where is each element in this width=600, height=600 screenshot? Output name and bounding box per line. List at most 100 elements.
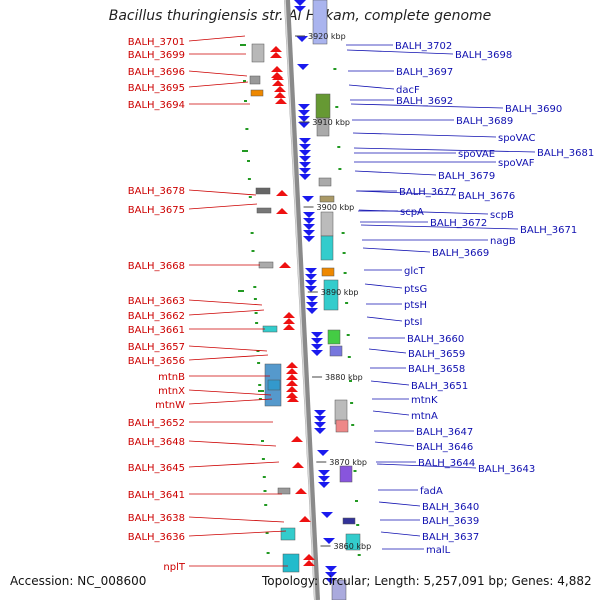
forward-gene-arrow	[286, 374, 298, 380]
reverse-gene-arrow	[306, 308, 318, 314]
tick-mark	[343, 272, 347, 274]
reverse-gene-arrow	[314, 410, 326, 416]
reverse-gene-arrow	[299, 138, 311, 144]
gene-block	[250, 89, 264, 97]
tick-mark	[240, 44, 246, 46]
reverse-gene-arrow	[311, 350, 323, 356]
left-leader-line	[188, 398, 273, 405]
gene-block	[249, 75, 261, 85]
forward-gene-arrow	[271, 66, 283, 72]
right-gene-label: scpA	[400, 207, 424, 218]
gene-block	[267, 379, 281, 391]
tick-mark	[264, 504, 268, 506]
accession-label: Accession: NC_008600	[10, 574, 147, 588]
left-gene-label: mtnW	[155, 400, 185, 411]
forward-gene-arrow	[274, 92, 286, 98]
reverse-gene-arrow	[305, 268, 317, 274]
forward-gene-arrow	[274, 86, 286, 92]
right-leader-line	[374, 441, 415, 447]
tick-mark	[333, 68, 337, 70]
gene-block	[342, 517, 356, 525]
gene-block	[327, 329, 341, 345]
left-leader-line	[188, 299, 263, 306]
scale-tick-label: 3920 kbp	[308, 32, 346, 41]
right-gene-label: spoVAE	[458, 149, 495, 160]
left-gene-label: BALH_3678	[128, 186, 185, 197]
right-gene-label: ptsI	[404, 317, 422, 328]
gene-block	[282, 553, 300, 573]
tick-mark	[247, 178, 251, 180]
gene-block	[262, 325, 278, 333]
gene-block	[320, 211, 334, 237]
forward-gene-arrow	[270, 52, 282, 58]
right-gene-label: glcT	[404, 266, 426, 277]
tick-mark	[262, 476, 266, 478]
tick-mark	[253, 298, 257, 300]
right-gene-label: BALH_3651	[411, 381, 468, 392]
gene-block	[331, 579, 347, 600]
forward-gene-arrow	[283, 312, 295, 318]
forward-gene-arrow	[303, 554, 315, 560]
right-gene-label: spoVAF	[498, 158, 535, 169]
forward-gene-arrow	[295, 488, 307, 494]
forward-gene-arrow	[287, 396, 299, 402]
gene-block	[318, 177, 332, 187]
right-leader-line	[354, 170, 437, 176]
right-leader-line	[370, 380, 410, 386]
reverse-gene-arrow	[321, 512, 333, 518]
tick-mark	[356, 524, 360, 526]
left-gene-label: BALH_3663	[128, 296, 185, 307]
reverse-gene-arrow	[318, 470, 330, 476]
right-gene-label: BALH_3647	[416, 427, 473, 438]
gene-block	[315, 93, 331, 119]
right-leader-line	[356, 190, 457, 196]
reverse-gene-arrow	[323, 538, 335, 544]
left-leader-line	[188, 516, 285, 523]
reverse-gene-arrow	[314, 416, 326, 422]
right-leader-line	[358, 209, 489, 215]
right-gene-label: mtnA	[411, 411, 438, 422]
left-leader-line	[188, 461, 280, 468]
forward-gene-arrow	[279, 262, 291, 268]
left-gene-label: BALH_3695	[128, 83, 185, 94]
left-gene-label: BALH_3701	[128, 37, 185, 48]
right-leader-line	[362, 247, 431, 253]
right-gene-label: BALH_3698	[455, 50, 512, 61]
right-gene-label: BALH_3640	[422, 502, 479, 513]
right-gene-label: scpB	[490, 210, 514, 221]
right-gene-label: BALH_3692	[396, 96, 453, 107]
reverse-gene-arrow	[296, 36, 308, 42]
left-gene-label: BALH_3638	[128, 513, 185, 524]
tick-mark	[353, 470, 357, 472]
gene-block	[345, 533, 361, 551]
reverse-gene-arrow	[318, 476, 330, 482]
tick-mark	[261, 458, 265, 460]
genome-info: Topology: circular; Length: 5,257,091 bp…	[262, 574, 592, 588]
right-leader-line	[352, 132, 497, 138]
forward-gene-arrow	[283, 324, 295, 330]
reverse-gene-arrow	[305, 280, 317, 286]
right-leader-line	[368, 348, 407, 354]
right-leader-line	[350, 103, 504, 109]
left-leader-line	[188, 309, 265, 316]
forward-gene-arrow	[291, 436, 303, 442]
reverse-gene-arrow	[299, 144, 311, 150]
tick-mark	[349, 380, 352, 382]
reverse-gene-arrow	[303, 212, 315, 218]
gene-block	[251, 43, 265, 63]
forward-gene-arrow	[272, 80, 284, 86]
scale-tick-label: 3880 kbp	[325, 373, 363, 382]
reverse-gene-arrow	[303, 230, 315, 236]
tick-mark	[238, 290, 244, 292]
left-gene-label: BALH_3696	[128, 67, 185, 78]
right-gene-label: BALH_3679	[438, 171, 495, 182]
reverse-gene-arrow	[325, 566, 337, 572]
right-gene-label: spoVAC	[498, 133, 536, 144]
tick-mark	[254, 312, 258, 314]
left-gene-label: mtnB	[158, 372, 185, 383]
left-leader-line	[188, 70, 248, 77]
tick-mark	[257, 362, 261, 364]
tick-mark	[265, 532, 269, 534]
right-gene-label: BALH_3637	[422, 532, 479, 543]
